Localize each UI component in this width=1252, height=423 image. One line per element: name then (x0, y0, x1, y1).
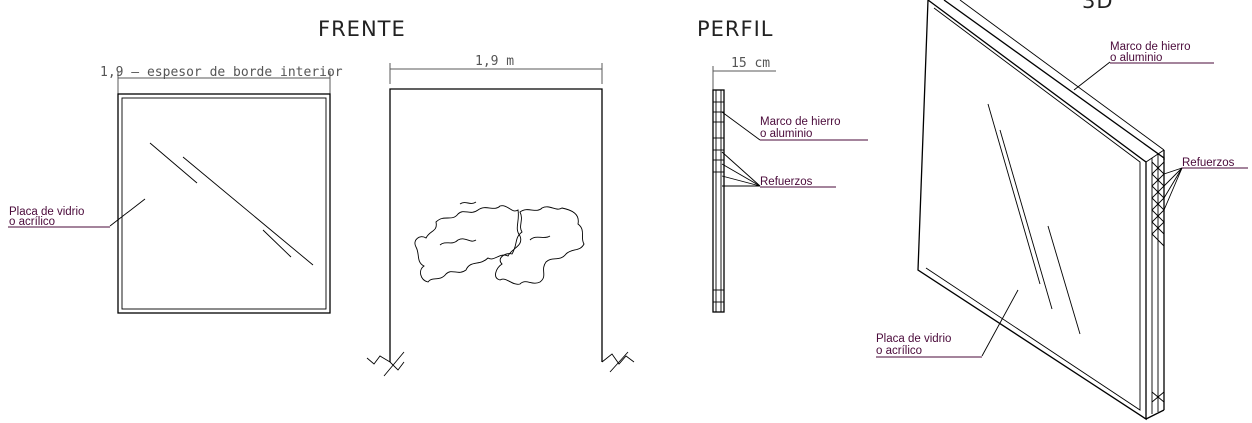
dim-front-width: 1,9 m (475, 54, 514, 69)
label-iso-glass-2: o acrílico (876, 345, 922, 357)
label-profile-reinforce: Refuerzos (760, 176, 813, 188)
label-iso-reinforce: Refuerzos (1182, 157, 1235, 169)
label-front-glass-2: o acrílico (9, 216, 55, 228)
label-front-glass-1: Placa de vidrio (9, 206, 84, 218)
dim-front-inner: 1,9 — espesor de borde interior (100, 65, 343, 80)
front-glass-panel: 1,9 — espesor de borde interior Placa de… (8, 65, 343, 314)
title-front: FRENTE (318, 17, 406, 41)
profile-view: 15 cm Marco de hierro o aluminio Refuerz… (712, 56, 868, 313)
label-profile-frame-1: Marco de hierro (760, 116, 841, 128)
front-map-panel: 1,9 m (366, 54, 635, 377)
label-iso-glass-1: Placa de vidrio (876, 333, 951, 345)
iso-view: Marco de hierro o aluminio Refuerzos Pla… (876, 0, 1248, 421)
label-iso-frame-2: o aluminio (1110, 52, 1162, 64)
title-profile: PERFIL (697, 17, 774, 41)
label-profile-frame-2: o aluminio (760, 128, 812, 140)
dim-profile-depth: 15 cm (731, 56, 770, 71)
label-iso-frame-1: Marco de hierro (1110, 41, 1191, 53)
title-3d: 3D (1082, 0, 1114, 13)
